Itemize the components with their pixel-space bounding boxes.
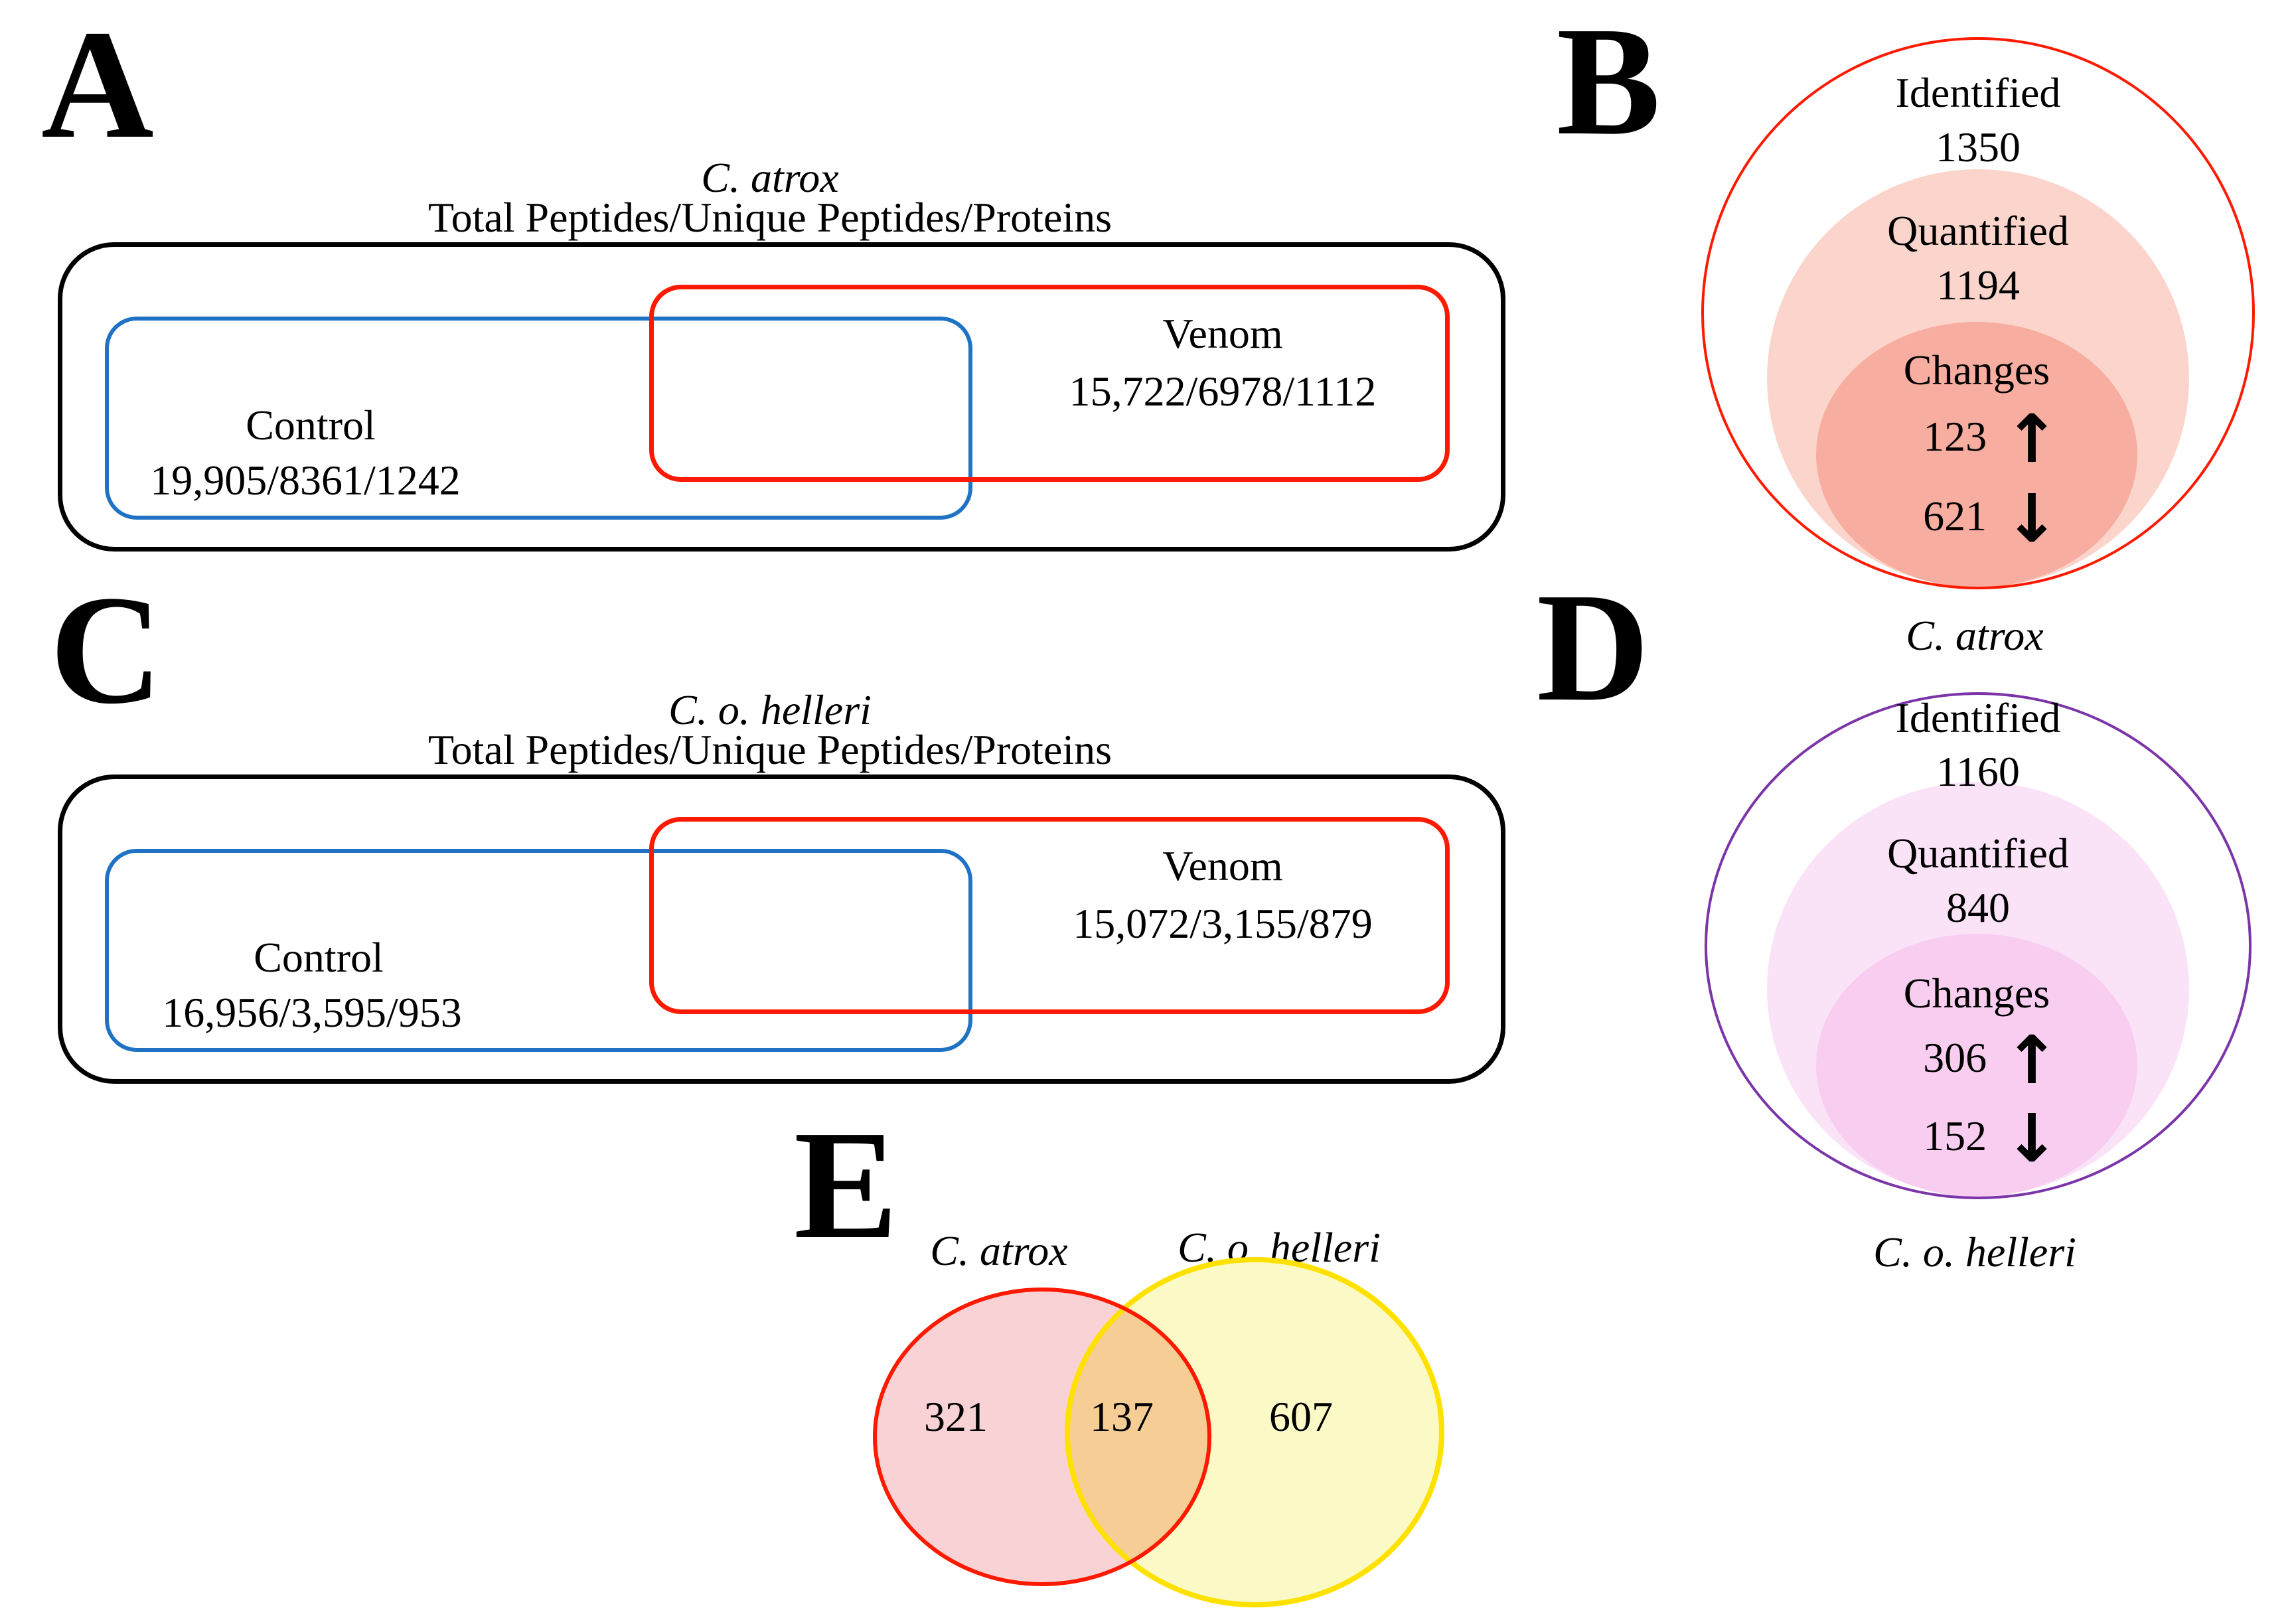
helleri-ellipse-outline xyxy=(1065,1257,1444,1607)
panel-e-left-species-label: C. atrox xyxy=(930,1226,1068,1274)
panel-a-outer-box xyxy=(58,242,1505,552)
panel-c-venom-box xyxy=(649,817,1450,1014)
panel-e-letter: E xyxy=(794,1098,898,1271)
panel-d-up-row: 306↑ xyxy=(1923,1021,2060,1099)
panel-d-identified-circle xyxy=(1705,692,2252,1199)
venn-overlap-region xyxy=(1067,1290,1209,1584)
panel-c-letter: C xyxy=(50,563,163,736)
panel-a-venom-values: 15,722/6978/1112 xyxy=(1069,367,1377,415)
panel-d-identified-value: 1160 xyxy=(1936,747,2020,795)
panel-d-up-value: 306 xyxy=(1923,1033,1987,1081)
panel-b-up-row: 123↑ xyxy=(1923,400,2060,478)
panel-d-changes-label: Changes xyxy=(1903,969,2050,1017)
panel-b-species-label: C. atrox xyxy=(1906,611,2044,659)
panel-b-changes-label: Changes xyxy=(1903,346,2050,394)
panel-e-venn-diagram xyxy=(873,1257,1444,1607)
panel-b-quantified-value: 1194 xyxy=(1936,261,2020,309)
panel-b-identified-circle xyxy=(1701,37,2255,589)
panel-b-down-row: 621↓ xyxy=(1923,479,2060,557)
panel-c-venom-label: Venom xyxy=(1162,842,1283,889)
panel-a-control-values: 19,905/8361/1242 xyxy=(150,456,461,504)
panel-a-species-title: C. atrox xyxy=(701,153,839,201)
panel-e-left-value: 321 xyxy=(924,1392,988,1440)
panel-d-quantified-value: 840 xyxy=(1946,883,2010,931)
panel-b-letter: B xyxy=(1557,0,1661,167)
atrox-ellipse-outline xyxy=(873,1288,1211,1586)
panel-e-right-value: 607 xyxy=(1269,1392,1333,1440)
panel-b-up-value: 123 xyxy=(1923,412,1987,460)
panel-e-overlap-value: 137 xyxy=(1090,1392,1154,1440)
panel-a-venom-label: Venom xyxy=(1162,309,1283,357)
panel-d-identified-label: Identified xyxy=(1895,694,2061,741)
panel-c-control-values: 16,956/3,595/953 xyxy=(162,988,462,1036)
panel-c-control-label: Control xyxy=(254,933,384,981)
panel-a-venom-box xyxy=(649,285,1450,482)
panel-a-control-label: Control xyxy=(246,401,376,449)
panel-d-species-label: C. o. helleri xyxy=(1873,1228,2076,1276)
panel-c-control-box xyxy=(105,849,972,1052)
panel-c-species-title: C. o. helleri xyxy=(668,686,872,733)
panel-c-subtitle: Total Peptides/Unique Peptides/Proteins xyxy=(427,725,1112,773)
panel-a-letter: A xyxy=(41,0,154,171)
panel-d-down-value: 152 xyxy=(1923,1112,1987,1159)
panel-b-identified-value: 1350 xyxy=(1936,123,2021,171)
panel-b-quantified-label: Quantified xyxy=(1887,206,2069,254)
panel-d-letter: D xyxy=(1537,561,1649,733)
panel-a-control-box xyxy=(105,317,972,520)
panel-c-venom-values: 15,072/3,155/879 xyxy=(1073,899,1373,947)
panel-c-outer-box xyxy=(58,774,1505,1084)
panel-a-subtitle: Total Peptides/Unique Peptides/Proteins xyxy=(427,193,1112,241)
panel-b-down-value: 621 xyxy=(1923,492,1987,540)
panel-b-identified-label: Identified xyxy=(1895,68,2061,116)
panel-d-quantified-label: Quantified xyxy=(1887,829,2069,877)
panel-d-down-row: 152↓ xyxy=(1923,1099,2060,1177)
